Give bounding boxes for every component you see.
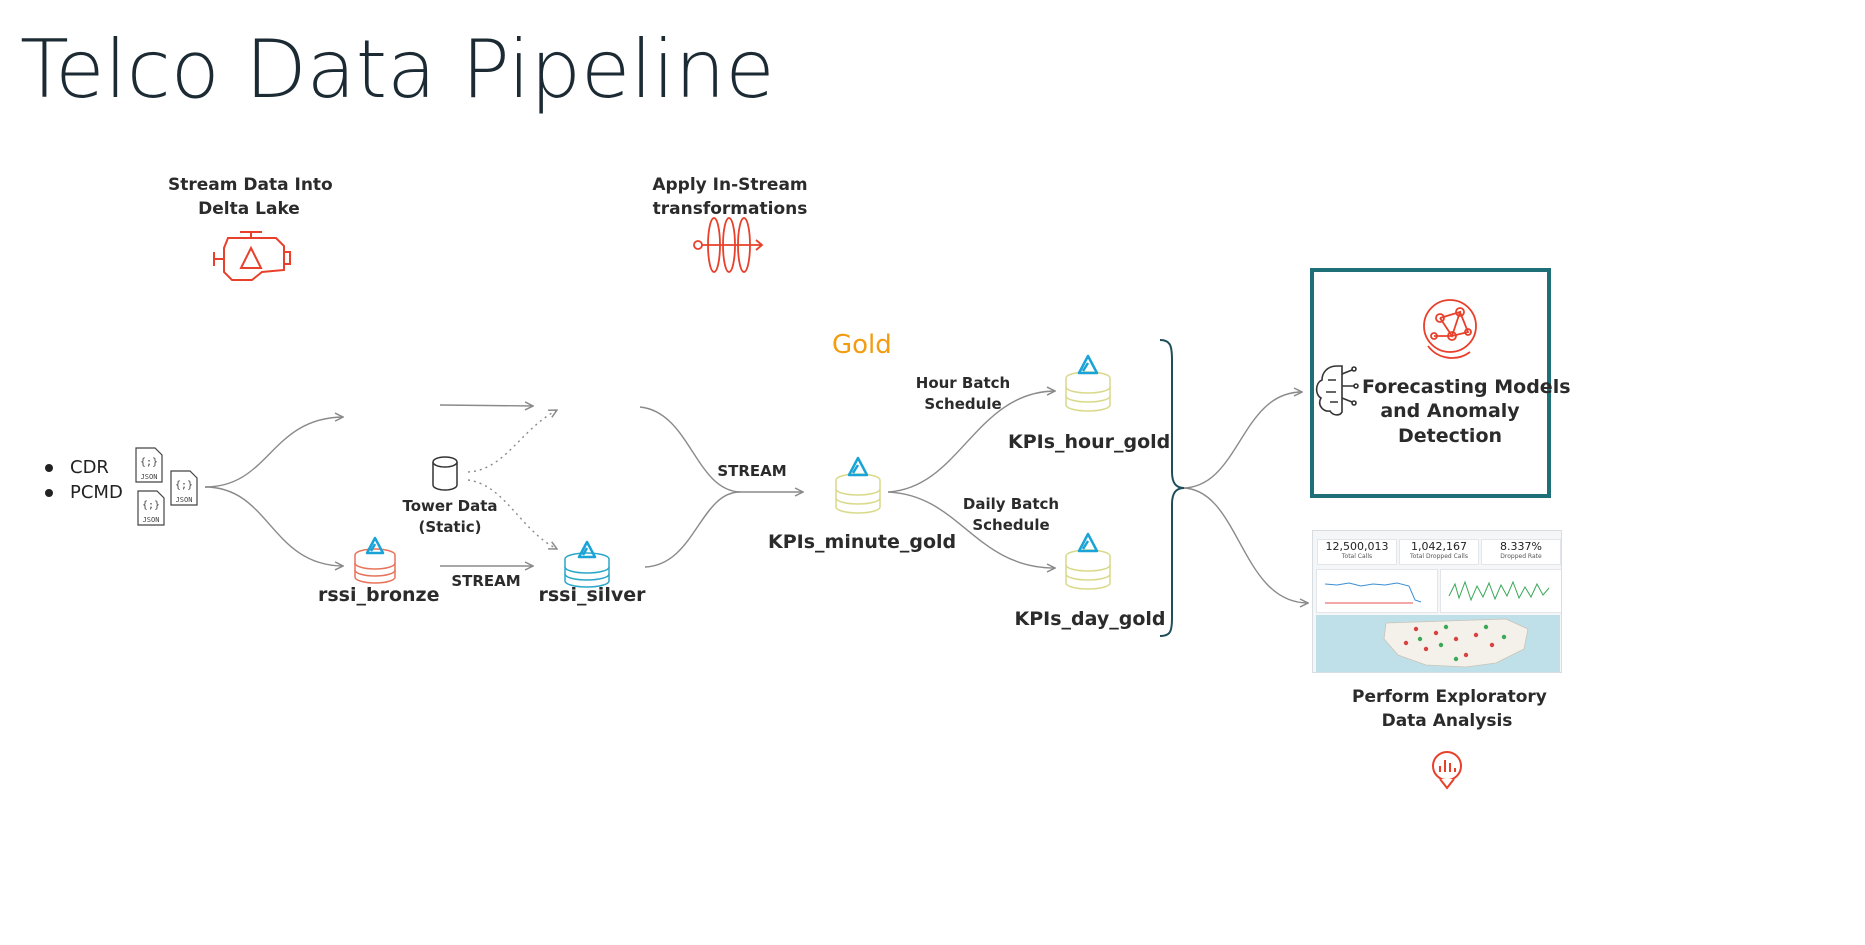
ingest-stage-label: Stream Data Into Delta Lake — [168, 175, 333, 219]
json-caption: JSON — [143, 516, 160, 524]
line-chart-thumbnail — [1448, 580, 1550, 602]
grouping-brace — [1159, 339, 1185, 637]
network-icon — [1423, 299, 1477, 359]
us-map-thumbnail — [1383, 618, 1529, 668]
connector-to-eda — [1181, 487, 1308, 603]
stream-label-bronze-silver: STREAM — [451, 572, 521, 590]
json-caption: JSON — [141, 473, 158, 481]
page-title: Telco Data Pipeline — [20, 23, 775, 116]
forecasting-box — [1310, 268, 1551, 498]
connector-source-upper — [204, 417, 343, 488]
delta-table-minute-gold — [835, 456, 881, 514]
brain-icon — [1315, 365, 1359, 416]
tower-data-label: Tower Data (Static) — [402, 497, 498, 536]
kpi-card: 12,500,013 Total Calls — [1317, 539, 1397, 565]
connector-upper-to-minute — [639, 406, 741, 493]
source-item-pcmd: PCMD — [40, 480, 123, 505]
gold-layer-label: Gold — [832, 330, 892, 360]
delta-table-silver — [564, 540, 610, 588]
connector-to-forecast — [1181, 392, 1302, 489]
table-label-minute-gold: KPIs_minute_gold — [768, 531, 957, 553]
delta-table-hour-gold — [1065, 354, 1111, 412]
json-caption: JSON — [176, 496, 193, 504]
kpi-card: 8.337% Dropped Rate — [1481, 539, 1561, 565]
table-label-silver: rssi_silver — [538, 584, 646, 606]
eda-label: Perform Exploratory Data Analysis — [1352, 687, 1547, 731]
json-file-icon — [135, 447, 198, 526]
source-list: CDR PCMD — [40, 455, 123, 505]
connector-source-lower — [204, 486, 343, 566]
analytics-icon — [1432, 751, 1462, 790]
line-chart-thumbnail — [1324, 582, 1422, 604]
connector-minute-day — [887, 491, 1055, 568]
chart-panel — [1440, 569, 1561, 613]
transform-stage-label: Apply In-Stream transformations — [652, 175, 808, 219]
delta-table-bronze — [354, 536, 396, 584]
table-label-hour-gold: KPIs_hour_gold — [1008, 431, 1171, 453]
connector-tower-upper — [467, 410, 557, 473]
transform-icon — [693, 217, 764, 273]
svg-text:{;}: {;} — [175, 480, 193, 491]
forecasting-label: Forecasting Models and Anomaly Detection — [1362, 376, 1571, 447]
table-label-day-gold: KPIs_day_gold — [1014, 608, 1166, 630]
connector-silver-to-minute — [644, 491, 741, 568]
kpi-card: 1,042,167 Total Dropped Calls — [1399, 539, 1479, 565]
hour-batch-label: Hour Batch Schedule — [915, 374, 1011, 413]
connector-upper-straight — [439, 405, 533, 406]
map-panel — [1316, 615, 1560, 672]
engine-icon — [213, 231, 291, 281]
stream-label-to-gold: STREAM — [717, 462, 787, 480]
connector-tower-lower — [467, 479, 557, 549]
svg-text:{;}: {;} — [142, 500, 160, 511]
daily-batch-label: Daily Batch Schedule — [962, 495, 1060, 534]
chart-panel — [1316, 569, 1438, 613]
delta-table-day-gold — [1065, 532, 1111, 590]
svg-text:{;}: {;} — [140, 457, 158, 468]
dashboard-thumbnail: 12,500,013 Total Calls 1,042,167 Total D… — [1312, 530, 1562, 673]
source-item-cdr: CDR — [40, 455, 123, 480]
table-label-bronze: rssi_bronze — [318, 584, 440, 606]
database-icon — [432, 456, 458, 491]
connector-minute-hour — [887, 391, 1055, 493]
